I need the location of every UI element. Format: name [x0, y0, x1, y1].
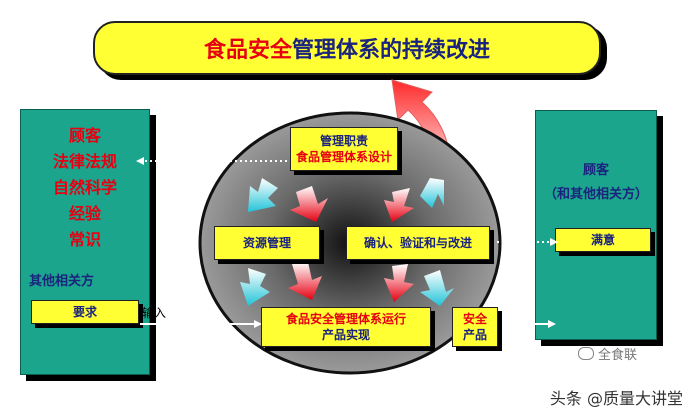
safe-line1: 安全	[462, 311, 487, 326]
verify-label: 确认、验证和与改进	[363, 235, 472, 250]
right-panel: 顾客 （和其他相关方）	[535, 110, 657, 340]
operation-box: 食品安全管理体系运行 产品实现	[261, 307, 431, 347]
verify-box: 确认、验证和与改进	[346, 226, 490, 260]
watermark: 全食联	[578, 344, 637, 363]
right-other-parties: （和其他相关方）	[543, 187, 648, 202]
operation-line2: 产品实现	[321, 328, 370, 342]
title-part-navy: 管理体系的持续改进	[292, 38, 491, 63]
input-label: 输入	[142, 306, 167, 320]
title-part-red: 食品安全	[203, 38, 292, 63]
left-item-science: 自然科学	[52, 178, 117, 197]
operation-line1: 食品安全管理体系运行	[285, 311, 406, 326]
cycle-arrow-red-1	[290, 186, 328, 222]
chat-bubble-icon	[578, 347, 594, 360]
requirement-box: 要求	[31, 300, 139, 324]
cycle-arrow-red-2	[384, 188, 414, 222]
left-item-common-sense: 常识	[68, 230, 101, 249]
watermark-text: 全食联	[598, 348, 638, 363]
left-panel: 顾客 法律法规 自然科学 经验 常识 其他相关方	[20, 109, 150, 375]
left-other-parties: 其他相关方	[29, 274, 95, 289]
left-item-customer: 顾客	[68, 126, 101, 145]
cycle-arrow-red-4	[384, 264, 414, 302]
management-line1: 管理职责	[319, 133, 368, 148]
cycle-arrow-cyan-2	[420, 178, 444, 208]
satisfaction-box: 满意	[555, 228, 651, 252]
resources-label: 资源管理	[242, 235, 291, 250]
left-item-experience: 经验	[68, 204, 101, 223]
cycle-arrow-red-3	[288, 262, 322, 300]
left-item-laws: 法律法规	[52, 152, 117, 171]
management-line2: 食品管理体系设计	[295, 150, 392, 164]
management-box: 管理职责 食品管理体系设计	[290, 127, 398, 171]
safe-product-box: 安全 产品	[452, 307, 498, 347]
right-customer: 顾客	[582, 163, 609, 178]
footer-credit: 头条 @质量大讲堂	[549, 389, 683, 408]
cycle-arrow-cyan-3	[240, 268, 270, 306]
cycle-arrow-cyan-1	[248, 178, 278, 212]
requirement-label: 要求	[72, 304, 97, 319]
cycle-arrow-cyan-4	[420, 270, 454, 306]
satisfaction-label: 满意	[590, 232, 615, 247]
safe-line2: 产品	[462, 328, 487, 342]
resources-box: 资源管理	[214, 226, 320, 260]
title-banner: 食品安全管理体系的持续改进	[93, 21, 601, 75]
